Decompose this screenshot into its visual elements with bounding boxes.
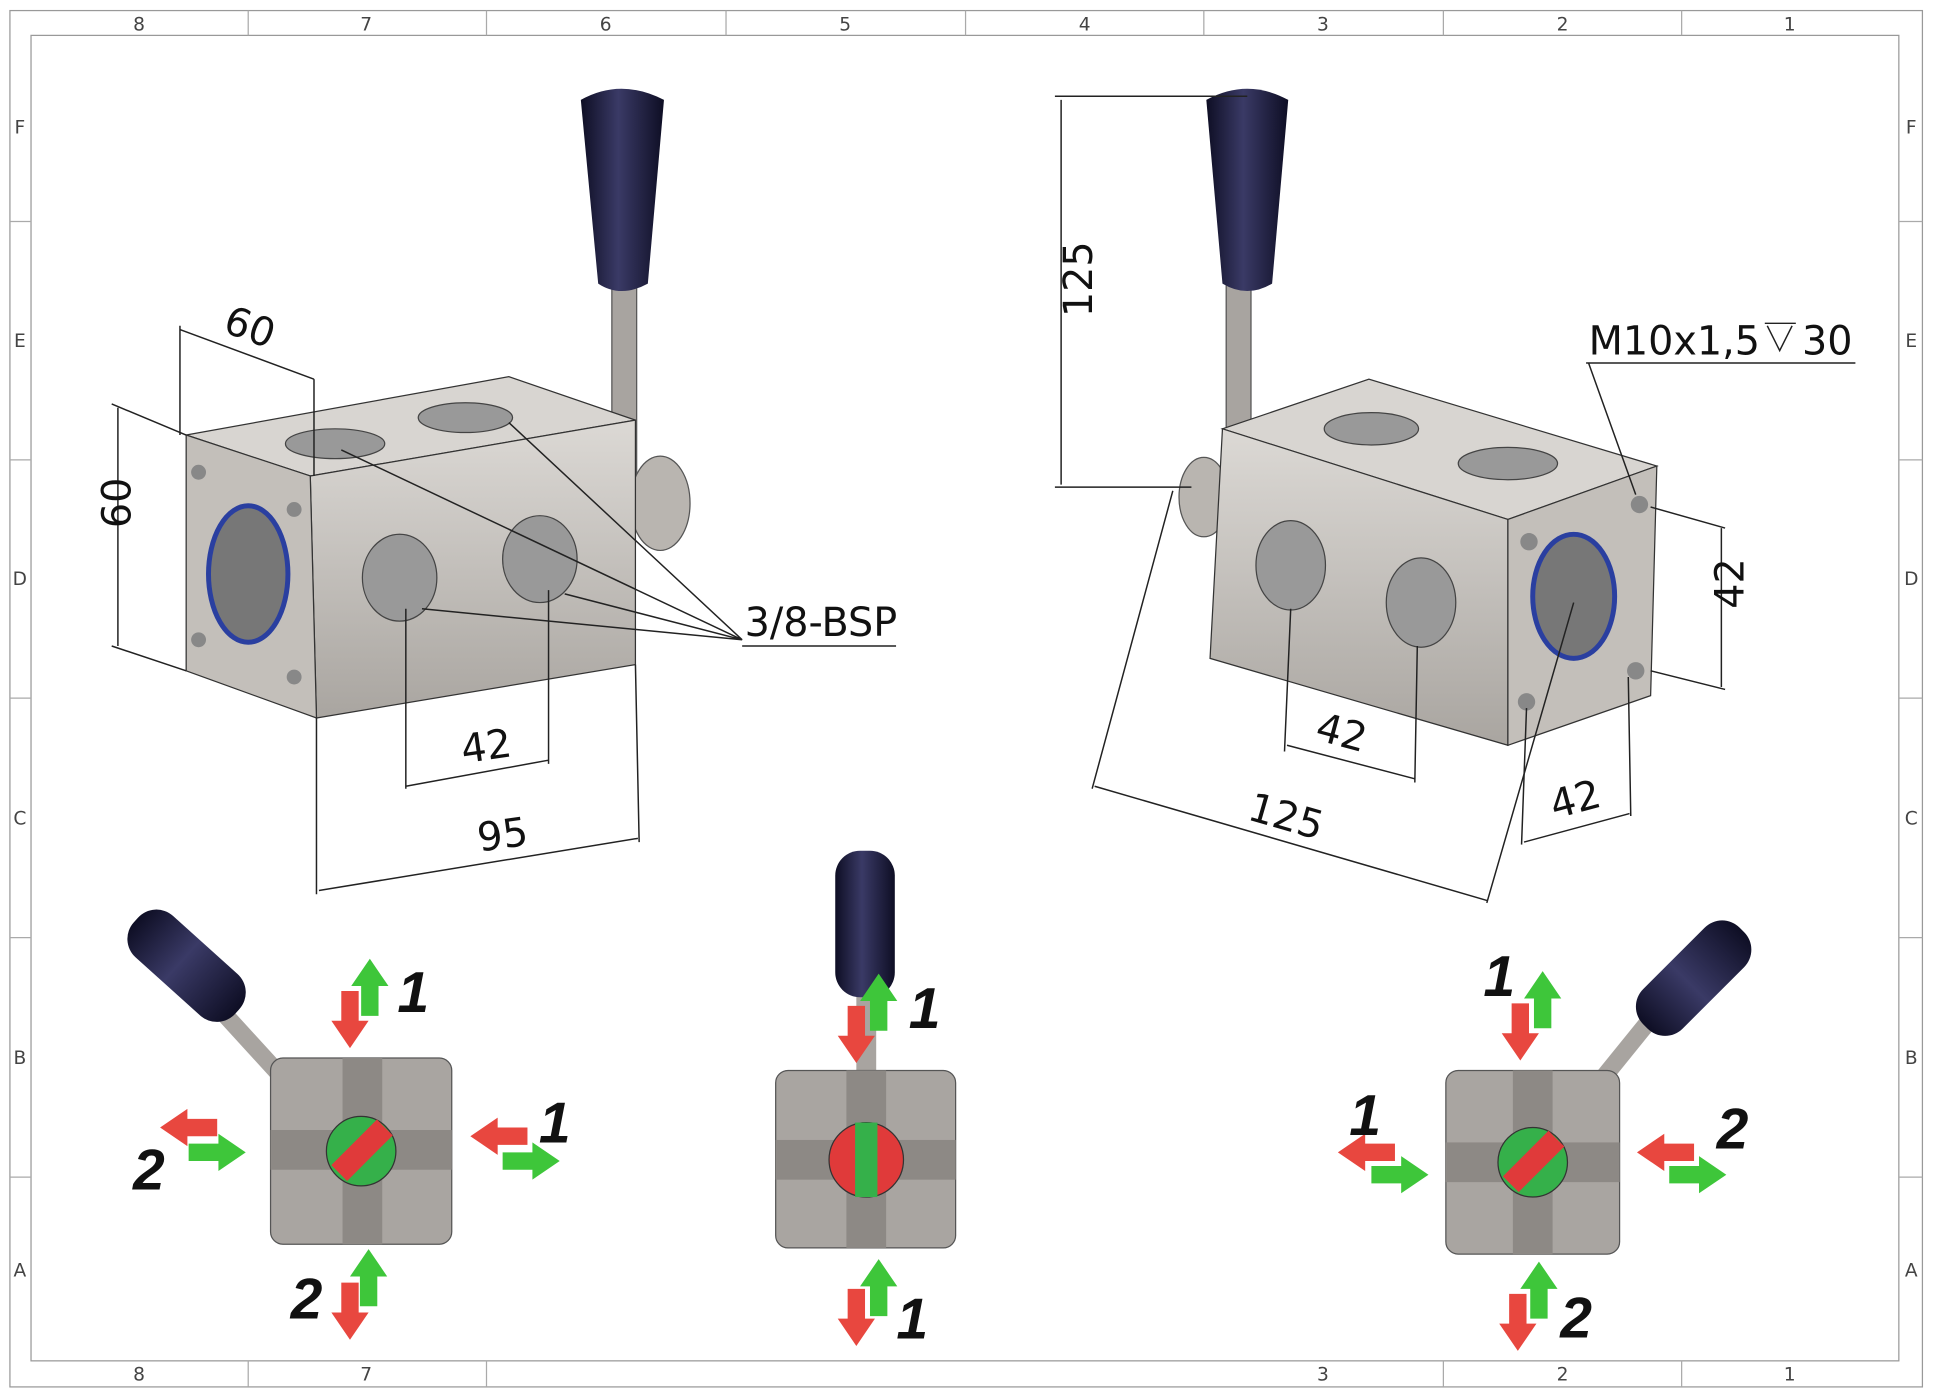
col-label: 8	[133, 14, 145, 35]
port-side	[361, 533, 438, 622]
row-label: D	[1904, 569, 1918, 590]
dim-length: 125	[1243, 784, 1329, 849]
dim-bolt-vertical: 42	[1708, 558, 1754, 609]
spool-channel	[331, 1119, 393, 1181]
valve-iso-right	[1178, 88, 1659, 747]
arrow-down-icon	[1501, 1003, 1539, 1061]
port-callout: 3/8-BSP	[745, 600, 897, 646]
dim-height: 60	[94, 478, 140, 529]
bolt-hole	[1517, 693, 1536, 711]
row-label: A	[1905, 1260, 1918, 1281]
col-label: 1	[1784, 14, 1796, 35]
handle-knob	[580, 88, 664, 292]
arrow-right-icon	[1669, 1156, 1727, 1194]
depth-symbol-icon	[1764, 322, 1796, 353]
row-label: C	[13, 809, 26, 830]
handle-knob	[127, 909, 246, 1022]
spool-boss	[629, 455, 691, 552]
zone-ticks	[9, 10, 1923, 1387]
spool-bore	[1530, 531, 1618, 661]
bolt-hole	[286, 502, 302, 517]
port-side	[502, 515, 578, 604]
bolt-hole	[1630, 495, 1649, 514]
port-label: 1	[909, 977, 941, 1041]
dim-port-spacing: 42	[458, 721, 514, 774]
row-label: E	[1905, 331, 1917, 352]
row-label: A	[13, 1260, 26, 1281]
zone-labels: 8 7 6 5 4 3 2 1 8 7 3 2 1 F E D C B A F …	[13, 14, 1919, 1385]
bolt-hole	[191, 464, 207, 480]
col-label: 5	[839, 14, 851, 35]
port-top	[1457, 446, 1559, 481]
arrow-left-icon	[470, 1117, 528, 1155]
port-side	[1385, 557, 1457, 648]
port-top	[417, 402, 514, 434]
spool-bore	[206, 503, 291, 645]
spool-channel	[1502, 1130, 1565, 1193]
port-labels: 1 1 2 2 1 1 1 1 2 2	[132, 945, 1749, 1352]
col-label: 2	[1557, 14, 1569, 35]
port-side	[1255, 520, 1327, 611]
col-label: 3	[1317, 14, 1329, 35]
section-left	[127, 909, 453, 1245]
col-label: 2	[1557, 1365, 1569, 1386]
thread-callout: M10x1,5	[1589, 318, 1760, 364]
col-label: 1	[1784, 1365, 1796, 1386]
dim-width: 60	[218, 297, 281, 358]
row-label: B	[1905, 1048, 1918, 1069]
handle-knob	[1635, 920, 1752, 1036]
arrow-right-icon	[1371, 1156, 1429, 1194]
port-label: 1	[539, 1091, 571, 1155]
port-label: 1	[896, 1288, 928, 1352]
arrow-up-icon	[1524, 971, 1562, 1029]
handle-knob	[1206, 88, 1289, 292]
port-top	[1323, 412, 1420, 446]
col-label: 7	[360, 1365, 372, 1386]
handle-knob	[835, 850, 895, 998]
port-label: 1	[397, 961, 429, 1025]
section-center	[775, 850, 957, 1249]
col-label: 4	[1079, 14, 1091, 35]
row-label: C	[1905, 809, 1918, 830]
bolt-hole	[1627, 662, 1645, 680]
row-label: B	[13, 1048, 26, 1069]
section-right	[1445, 920, 1752, 1255]
row-label: D	[13, 569, 27, 590]
row-label: F	[14, 117, 25, 138]
bolt-hole	[286, 669, 302, 685]
port-label: 2	[1716, 1098, 1749, 1162]
col-label: 3	[1317, 1365, 1329, 1386]
row-label: E	[14, 331, 26, 352]
dim-lever-height: 125	[1056, 241, 1102, 317]
col-label: 6	[600, 14, 612, 35]
valve-iso-left	[185, 88, 691, 719]
port-label: 1	[1349, 1084, 1381, 1148]
col-label: 7	[360, 14, 372, 35]
port-label: 2	[1559, 1286, 1592, 1350]
arrow-down-icon	[837, 1288, 875, 1346]
port-label: 2	[290, 1268, 323, 1332]
arrow-left-icon	[1636, 1133, 1695, 1171]
dim-length: 95	[474, 809, 530, 862]
right-dimensions: 125 M10x1,5 30 42 42 42 125	[1054, 95, 1856, 904]
port-label: 2	[132, 1139, 165, 1203]
dim-bolt-horizontal: 42	[1545, 771, 1606, 829]
col-label: 8	[133, 1365, 145, 1386]
bolt-hole	[1520, 533, 1538, 551]
port-label: 1	[1483, 945, 1515, 1009]
spool-channel	[855, 1122, 878, 1198]
row-label: F	[1906, 117, 1917, 138]
arrow-right-icon	[188, 1133, 246, 1171]
bolt-hole	[191, 632, 207, 648]
thread-depth: 30	[1802, 318, 1853, 364]
arrow-left-icon	[160, 1108, 218, 1147]
port-top	[284, 428, 386, 460]
arrow-up-icon	[860, 1259, 898, 1317]
